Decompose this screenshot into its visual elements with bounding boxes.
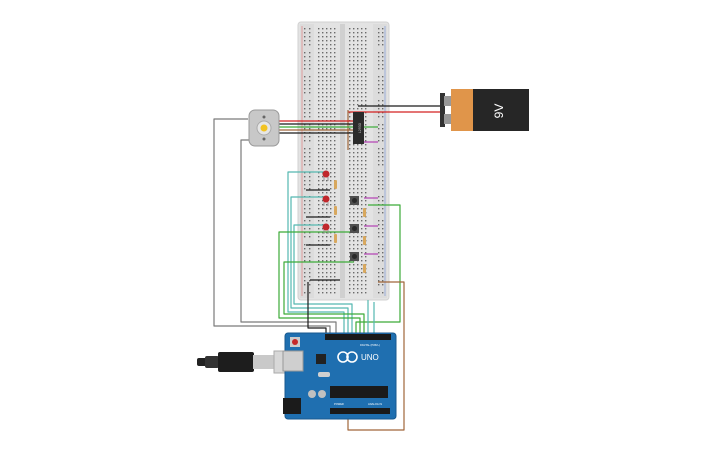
wire-black-gnd (307, 282, 327, 334)
resistor-icon[interactable] (363, 208, 366, 217)
resistor-icon[interactable] (334, 180, 337, 189)
pushbuttons (350, 196, 359, 261)
wire-gray-1 (213, 118, 331, 334)
led-icon[interactable] (322, 223, 330, 235)
leds (322, 170, 330, 235)
battery-label: 9V (492, 104, 506, 119)
arduino-power-label: POWER (334, 402, 344, 406)
resistor-icon[interactable] (363, 264, 366, 273)
chip-label: L293D (358, 122, 362, 133)
motor-icon[interactable] (248, 109, 280, 147)
wires (213, 105, 442, 431)
resistor-icon[interactable] (334, 234, 337, 243)
resistor-icon[interactable] (363, 236, 366, 245)
pushbutton-icon[interactable] (350, 224, 359, 233)
wire-teal-1 (287, 171, 345, 334)
arduino-digital-label: DIGITAL (PWM~) (360, 343, 380, 347)
resistors (334, 180, 366, 273)
battery-icon[interactable]: 9V (440, 89, 529, 131)
wire-green-2 (278, 231, 361, 334)
led-icon[interactable] (322, 170, 330, 182)
pushbutton-icon[interactable] (350, 196, 359, 205)
resistor-icon[interactable] (334, 206, 337, 215)
arduino-analog-label: ANALOG IN (368, 402, 382, 406)
arduino-model: UNO (361, 353, 379, 362)
ic-chip-icon[interactable]: L293D (353, 112, 364, 144)
breadboard[interactable] (297, 21, 390, 301)
wire-teal-2 (290, 196, 349, 334)
arduino-uno[interactable]: UNO DIGITAL (PWM~) POWER ANALOG IN (282, 332, 397, 420)
wire-gray-2 (240, 139, 337, 334)
wire-green-3 (283, 261, 365, 334)
wire-brown-power (347, 281, 405, 431)
wire-green-1 (355, 204, 401, 334)
led-icon[interactable] (322, 195, 330, 207)
pushbutton-icon[interactable] (350, 252, 359, 261)
